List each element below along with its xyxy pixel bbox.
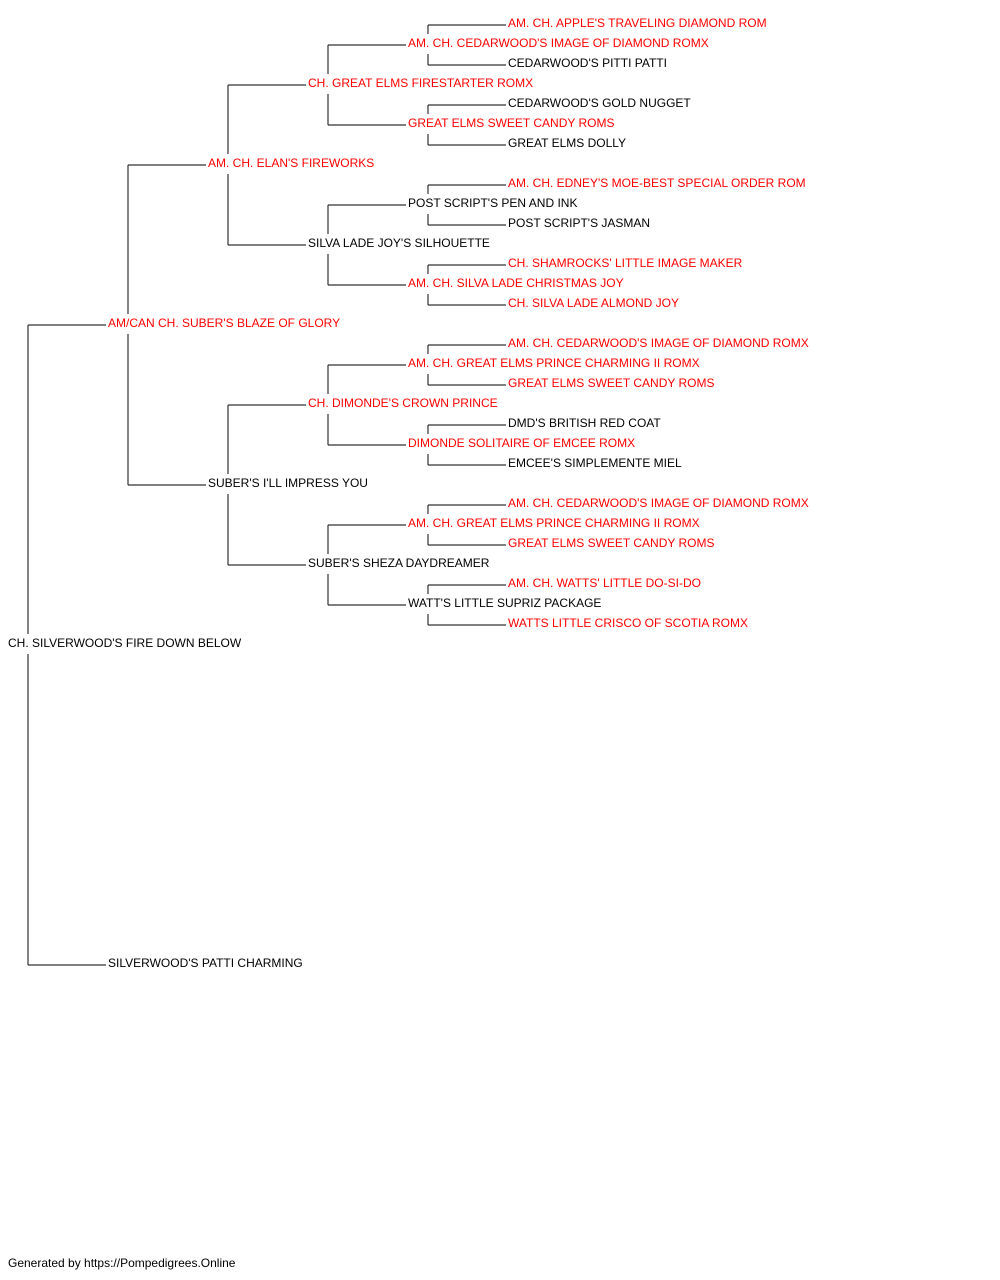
ancestor-name: CEDARWOOD'S GOLD NUGGET: [508, 96, 691, 110]
ancestor-name: DMD'S BRITISH RED COAT: [508, 416, 661, 430]
ancestor-name: AM. CH. GREAT ELMS PRINCE CHARMING II RO…: [408, 356, 700, 370]
ancestor-name: AM. CH. WATTS' LITTLE DO-SI-DO: [508, 576, 701, 590]
pedigree-tree: CH. SILVERWOOD'S FIRE DOWN BELOW AM/CAN C…: [8, 16, 809, 970]
ancestor-name: GREAT ELMS SWEET CANDY ROMS: [508, 376, 714, 390]
ancestor-name: CH. GREAT ELMS FIRESTARTER ROMX: [308, 76, 533, 90]
footer-credit: Generated by https://Pompedigrees.Online: [8, 1256, 236, 1270]
subject-name: CH. SILVERWOOD'S FIRE DOWN BELOW: [8, 636, 242, 650]
ancestor-name: AM. CH. EDNEY'S MOE-BEST SPECIAL ORDER R…: [508, 176, 806, 190]
ancestor-name: CH. SILVA LADE ALMOND JOY: [508, 296, 679, 310]
ancestor-name: AM. CH. GREAT ELMS PRINCE CHARMING II RO…: [408, 516, 700, 530]
ancestor-name: WATTS LITTLE CRISCO OF SCOTIA ROMX: [508, 616, 748, 630]
ancestor-name: AM. CH. ELAN'S FIREWORKS: [208, 156, 374, 170]
ancestor-name: POST SCRIPT'S PEN AND INK: [408, 196, 577, 210]
ancestor-name: AM. CH. SILVA LADE CHRISTMAS JOY: [408, 276, 624, 290]
ancestor-name: AM. CH. CEDARWOOD'S IMAGE OF DIAMOND ROM…: [508, 496, 809, 510]
ancestor-name: DIMONDE SOLITAIRE OF EMCEE ROMX: [408, 436, 635, 450]
ancestor-name: POST SCRIPT'S JASMAN: [508, 216, 650, 230]
ancestor-name: CH. DIMONDE'S CROWN PRINCE: [308, 396, 498, 410]
ancestor-name: WATT'S LITTLE SUPRIZ PACKAGE: [408, 596, 601, 610]
ancestor-name: CH. SHAMROCKS' LITTLE IMAGE MAKER: [508, 256, 743, 270]
ancestor-name: AM. CH. CEDARWOOD'S IMAGE OF DIAMOND ROM…: [408, 36, 709, 50]
ancestor-name: GREAT ELMS SWEET CANDY ROMS: [408, 116, 614, 130]
ancestor-name: AM. CH. APPLE'S TRAVELING DIAMOND ROM: [508, 16, 767, 30]
ancestor-name: SUBER'S I'LL IMPRESS YOU: [208, 476, 368, 490]
ancestor-name: SUBER'S SHEZA DAYDREAMER: [308, 556, 490, 570]
ancestor-name: EMCEE'S SIMPLEMENTE MIEL: [508, 456, 682, 470]
ancestor-name: AM. CH. CEDARWOOD'S IMAGE OF DIAMOND ROM…: [508, 336, 809, 350]
ancestor-name: GREAT ELMS DOLLY: [508, 136, 626, 150]
ancestor-name: AM/CAN CH. SUBER'S BLAZE OF GLORY: [108, 316, 340, 330]
ancestor-name: SILVA LADE JOY'S SILHOUETTE: [308, 236, 490, 250]
ancestor-name: SILVERWOOD'S PATTI CHARMING: [108, 956, 303, 970]
ancestor-name: CEDARWOOD'S PITTI PATTI: [508, 56, 667, 70]
ancestor-name: GREAT ELMS SWEET CANDY ROMS: [508, 536, 714, 550]
